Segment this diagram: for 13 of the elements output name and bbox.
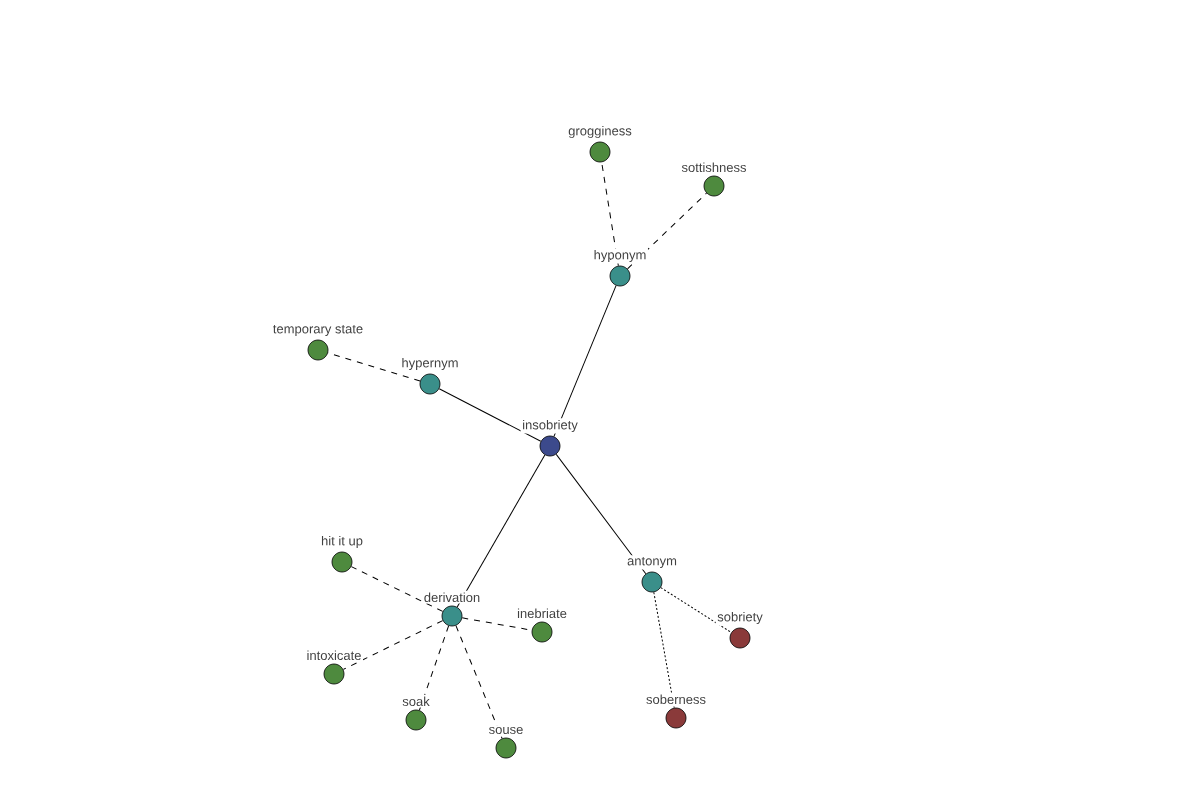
connector-line xyxy=(438,388,542,442)
dashed-line xyxy=(342,620,444,670)
dashed-line xyxy=(627,192,707,270)
dashed-line xyxy=(455,625,503,739)
connector-line xyxy=(456,454,546,608)
dashed-line xyxy=(601,161,619,267)
dashed-line xyxy=(461,617,533,631)
dashed-line xyxy=(653,591,675,709)
dashed-line xyxy=(660,587,732,633)
dashed-line xyxy=(418,625,450,711)
dashed-line xyxy=(350,566,444,612)
connector-line xyxy=(555,453,647,575)
connector-line xyxy=(553,285,617,437)
